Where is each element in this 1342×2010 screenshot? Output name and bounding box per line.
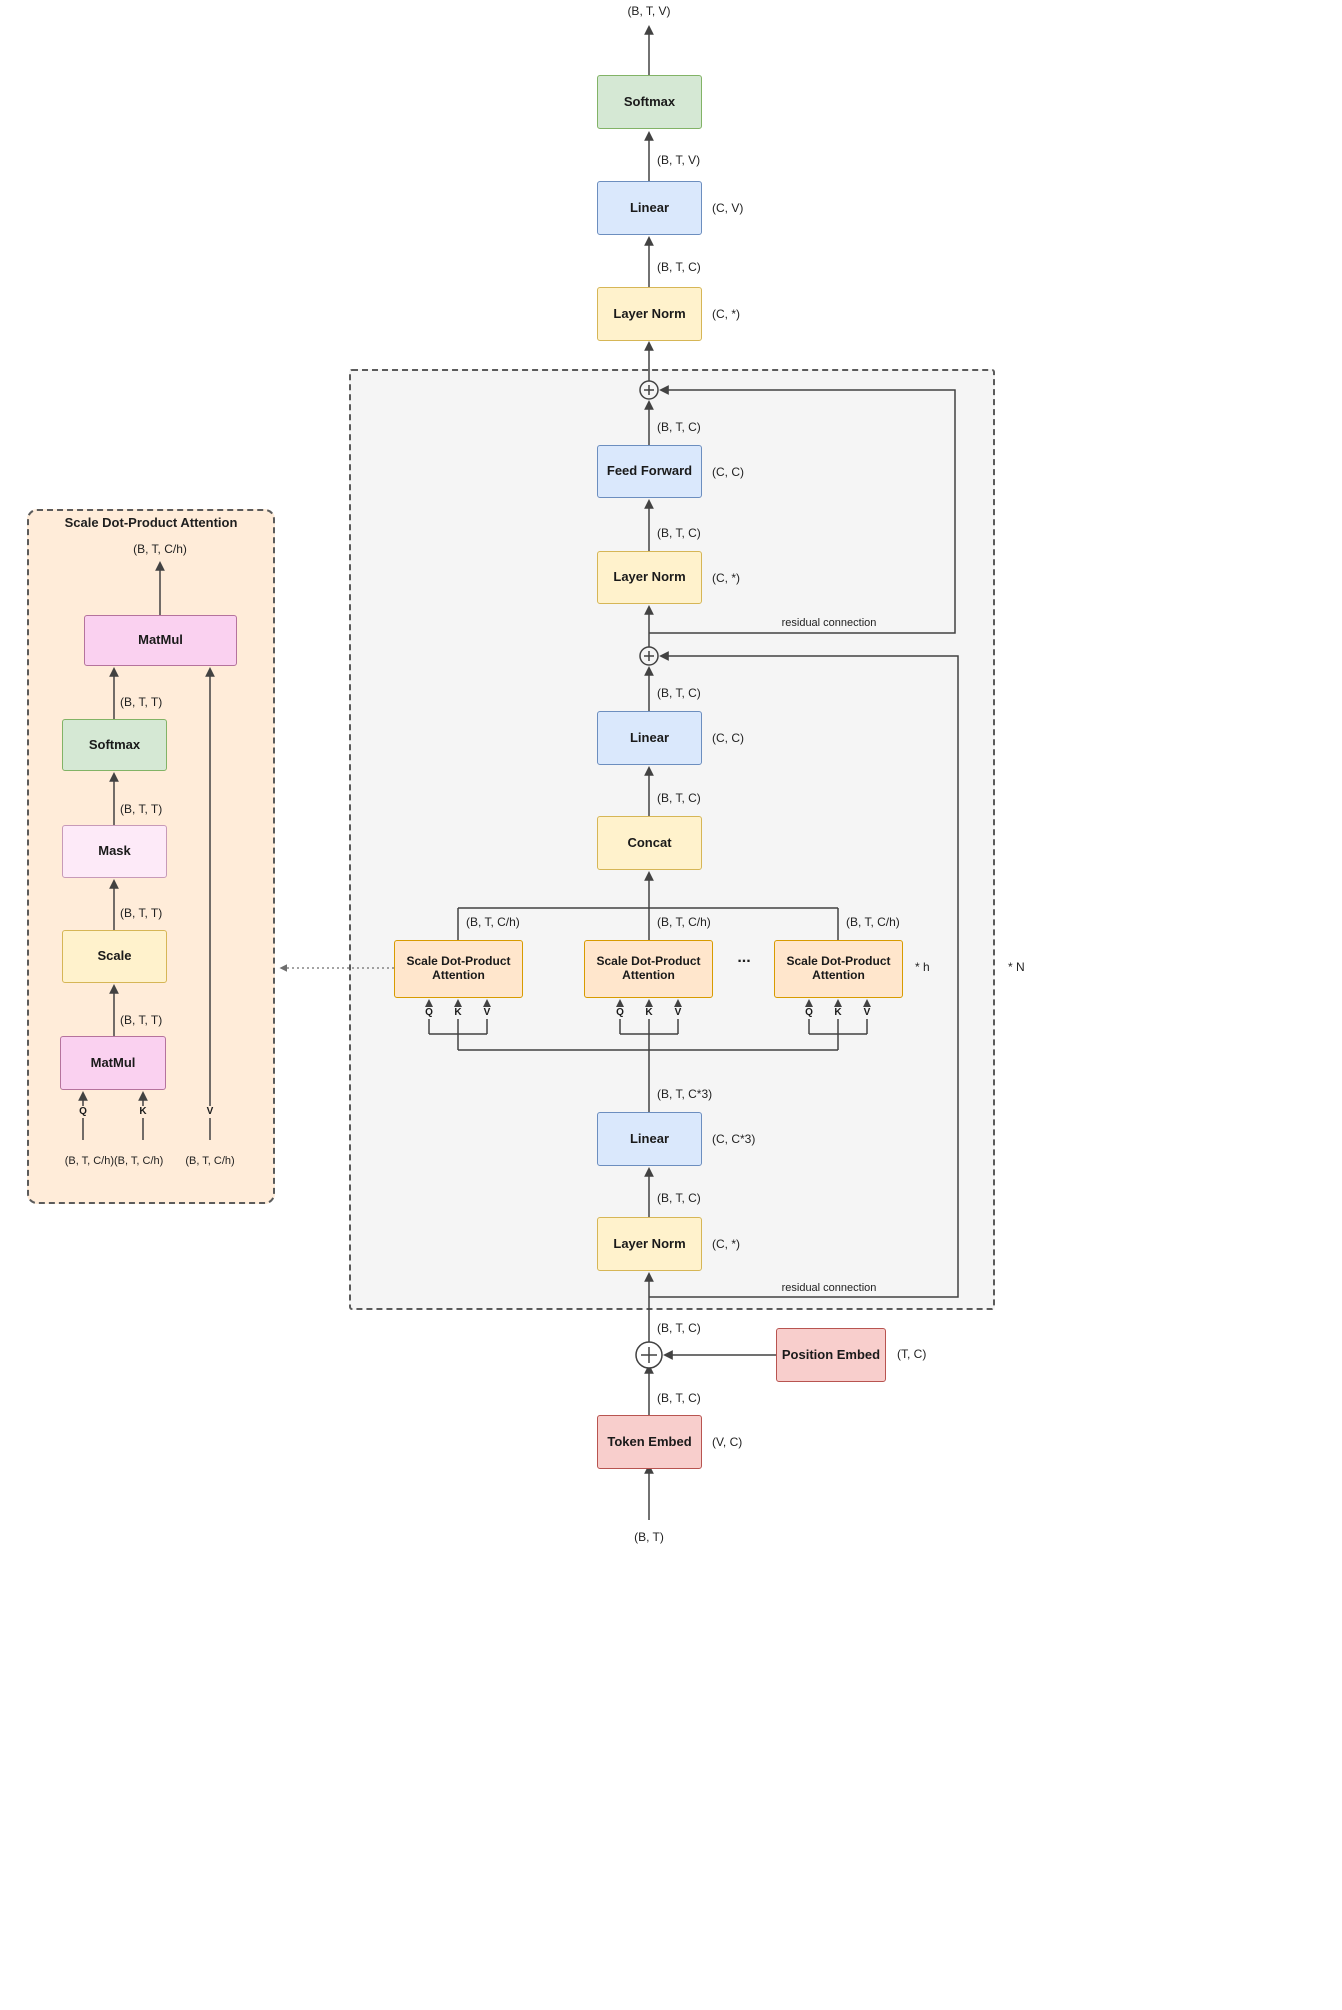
dim-btc-6: (B, T, C) [657, 1191, 701, 1205]
dim-btc-8: (B, T, C) [657, 1391, 701, 1405]
dim-tc: (T, C) [897, 1347, 927, 1361]
dim-btc-7: (B, T, C) [657, 1321, 701, 1335]
dim-cv: (C, V) [712, 201, 744, 215]
dim-input-bottom: (B, T) [634, 1530, 664, 1544]
dim-vc: (V, C) [712, 1435, 743, 1449]
add-nodes [635, 380, 663, 1369]
q-label-head-3: Q [803, 1007, 815, 1019]
node-sdpa-head-1: Scale Dot-Product Attention [394, 940, 523, 998]
residual-wire-ff [649, 385, 956, 634]
detail-wires [78, 561, 215, 1140]
node-scale: Scale [62, 930, 167, 983]
node-layer-norm-ff: Layer Norm [597, 551, 702, 604]
dim-cstar-ff: (C, *) [712, 571, 740, 585]
dim-btt-4: (B, T, T) [120, 1013, 163, 1027]
node-linear-qkv: Linear [597, 1112, 702, 1166]
dim-cc-ff: (C, C) [712, 465, 744, 479]
dim-detail-output: (B, T, C/h) [133, 542, 187, 556]
dim-cc-proj: (C, C) [712, 731, 744, 745]
node-mask: Mask [62, 825, 167, 878]
node-sdpa-head-2: Scale Dot-Product Attention [584, 940, 713, 998]
dim-btch-head-3: (B, T, C/h) [846, 915, 900, 929]
v-label-head-3: V [861, 1007, 873, 1019]
dim-cstar-attn: (C, *) [712, 1237, 740, 1251]
node-linear-head: Linear [597, 181, 702, 235]
q-label-head-2: Q [614, 1007, 626, 1019]
node-layer-norm-final: Layer Norm [597, 287, 702, 341]
dim-btc-4: (B, T, C) [657, 686, 701, 700]
node-concat: Concat [597, 816, 702, 870]
node-softmax-head: Softmax [597, 75, 702, 129]
v-label-head-1: V [481, 1007, 493, 1019]
dim-btc-3: (B, T, C) [657, 526, 701, 540]
dim-btc-5: (B, T, C) [657, 791, 701, 805]
q-label-head-1: Q [423, 1007, 435, 1019]
dim-output-top: (B, T, V) [627, 4, 671, 18]
dim-btv-mid: (B, T, V) [657, 153, 701, 167]
dim-btt-1: (B, T, T) [120, 695, 163, 709]
v-label-head-2: V [672, 1007, 684, 1019]
node-sdpa-head-3: Scale Dot-Product Attention [774, 940, 903, 998]
node-linear-proj: Linear [597, 711, 702, 765]
heads-multiplier: * h [915, 960, 930, 974]
dim-cc3: (C, C*3) [712, 1132, 756, 1146]
residual-label-attn: residual connection [781, 1282, 877, 1294]
dim-detail-v-input: (B, T, C/h) [185, 1155, 235, 1167]
k-label-head-1: K [452, 1007, 464, 1019]
dim-btt-2: (B, T, T) [120, 802, 163, 816]
node-feed-forward: Feed Forward [597, 445, 702, 498]
node-matmul-bottom: MatMul [60, 1036, 166, 1090]
q-label-detail: Q [77, 1106, 89, 1118]
dim-btt-3: (B, T, T) [120, 906, 163, 920]
dim-cstar-final: (C, *) [712, 307, 740, 321]
k-label-detail: K [137, 1106, 149, 1118]
dim-btc-1: (B, T, C) [657, 260, 701, 274]
dim-btch-head-2: (B, T, C/h) [657, 915, 711, 929]
detail-panel-title: Scale Dot-Product Attention [64, 515, 238, 530]
v-label-detail: V [204, 1106, 216, 1118]
node-layer-norm-attn: Layer Norm [597, 1217, 702, 1271]
node-matmul-top: MatMul [84, 615, 237, 666]
k-label-head-3: K [832, 1007, 844, 1019]
dim-btc3: (B, T, C*3) [657, 1087, 713, 1101]
dim-btc-2: (B, T, C) [657, 420, 701, 434]
k-label-head-2: K [643, 1007, 655, 1019]
residual-label-ff: residual connection [781, 617, 877, 629]
residual-wire-attention [649, 651, 959, 1298]
node-position-embed: Position Embed [776, 1328, 886, 1382]
dim-detail-qk-input: (B, T, C/h)(B, T, C/h) [64, 1155, 164, 1167]
main-wires [424, 25, 959, 1520]
node-token-embed: Token Embed [597, 1415, 702, 1469]
node-softmax-detail: Softmax [62, 719, 167, 771]
blocks-multiplier: * N [1008, 960, 1025, 974]
dim-btch-head-1: (B, T, C/h) [466, 915, 520, 929]
heads-ellipsis: ... [737, 949, 751, 966]
